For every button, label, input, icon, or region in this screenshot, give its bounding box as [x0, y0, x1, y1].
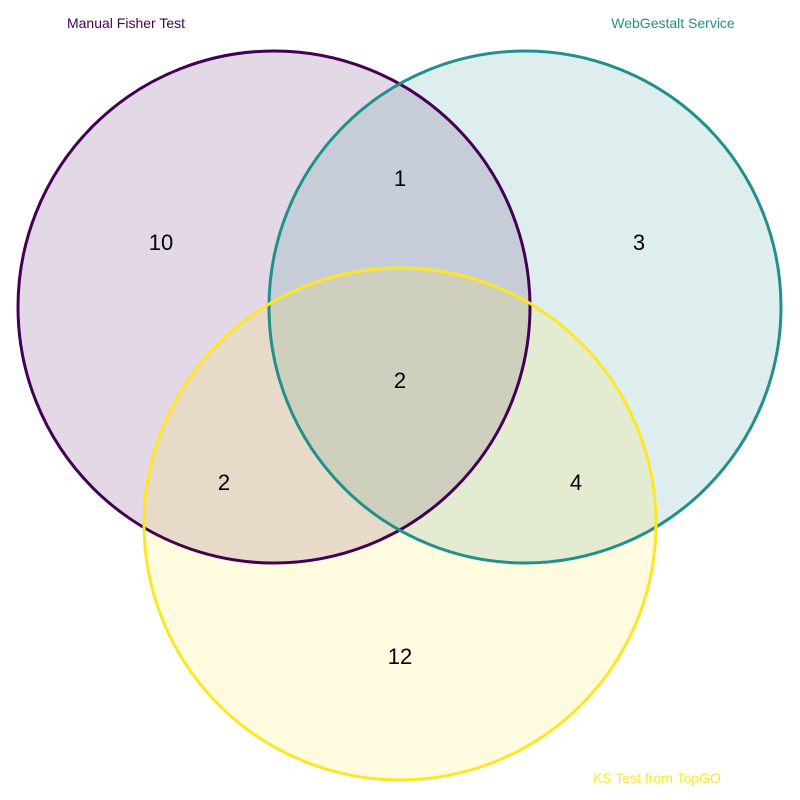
- set-a-outline: [16, 49, 532, 565]
- region-a-b-count: 1: [394, 166, 406, 191]
- set-b-outline: [267, 49, 783, 565]
- set-c-label: KS Test from TopGO: [593, 770, 721, 786]
- region-c-only-count: 12: [388, 644, 412, 669]
- region-a-only-count: 10: [149, 230, 173, 255]
- set-b-fill: [269, 51, 781, 563]
- set-c-outline: [142, 266, 658, 782]
- region-a-b-c-count: 2: [394, 368, 406, 393]
- region-b-c-count: 4: [570, 470, 582, 495]
- region-a-c-count: 2: [218, 470, 230, 495]
- circle-fills: [18, 51, 781, 780]
- region-b-only-count: 3: [633, 230, 645, 255]
- set-b-label: WebGestalt Service: [611, 15, 735, 31]
- circle-outlines: [16, 49, 783, 782]
- set-a-label: Manual Fisher Test: [67, 15, 185, 31]
- set-c-fill: [144, 268, 656, 780]
- set-a-fill: [18, 51, 530, 563]
